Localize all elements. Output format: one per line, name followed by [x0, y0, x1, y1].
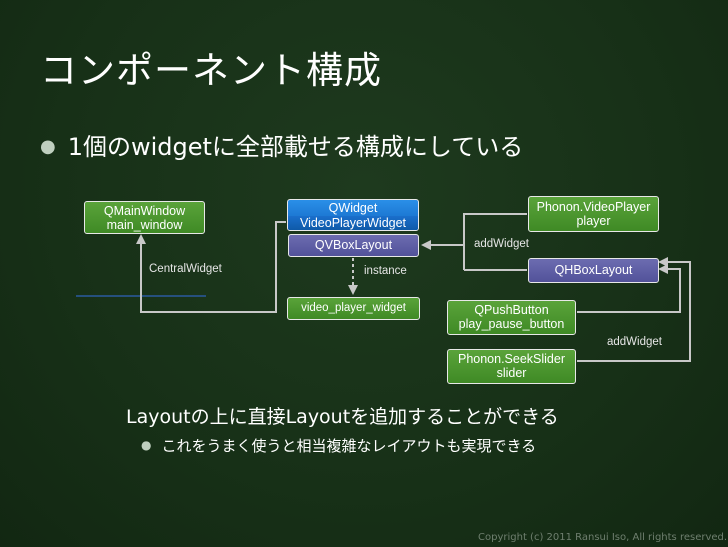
qhboxlayout-label: QHBoxLayout: [554, 263, 633, 277]
add-widget-top-label: addWidget: [474, 238, 529, 250]
sub-bullet-item: ● これをうまく使うと相当複雑なレイアウトも実現できる: [141, 435, 536, 456]
add-widget-right-connector-2: [577, 257, 691, 362]
central-widget-connector: [136, 221, 286, 313]
add-widget-top-connector: [421, 213, 527, 250]
video-player-box: Phonon.VideoPlayer player: [528, 196, 659, 232]
video-player-name: player: [576, 214, 611, 228]
copyright-text: Copyright (c) 2011 Ransui Iso, All right…: [478, 532, 728, 543]
qvboxlayout-label: QVBoxLayout: [314, 238, 393, 252]
bullet-dot-icon: ●: [40, 136, 56, 157]
video-player-widget-label: video_player_widget: [301, 302, 406, 314]
central-widget-label: CentralWidget: [149, 263, 222, 275]
qwidget-name: VideoPlayerWidget: [288, 216, 418, 230]
push-button-box: QPushButton play_pause_button: [447, 300, 576, 335]
seek-slider-class: Phonon.SeekSlider: [457, 352, 566, 366]
add-widget-right-label: addWidget: [607, 336, 662, 348]
seek-slider-name: slider: [496, 366, 527, 380]
main-window-name: main_window: [106, 218, 183, 232]
sub-bullet-dot-icon: ●: [141, 438, 152, 452]
qwidget-class: QWidget: [328, 201, 378, 215]
sub-bullet-text: これをうまく使うと相当複雑なレイアウトも実現できる: [161, 437, 537, 455]
add-widget-right-connector-1: [577, 264, 681, 313]
video-player-widget-box: video_player_widget: [287, 297, 420, 320]
sub-heading: Layoutの上に直接Layoutを追加することができる: [126, 406, 559, 428]
bullet-text: 1個のwidgetに全部載せる構成にしている: [67, 133, 524, 161]
instance-label: instance: [364, 265, 407, 277]
qvboxlayout-box: QVBoxLayout: [288, 234, 419, 257]
push-button-name: play_pause_button: [458, 317, 565, 331]
main-window-class: QMainWindow: [103, 204, 186, 218]
push-button-class: QPushButton: [474, 303, 549, 317]
slide-title: コンポーネント構成: [40, 49, 382, 92]
qhboxlayout-box: QHBoxLayout: [528, 258, 659, 283]
main-window-box: QMainWindow main_window: [84, 201, 205, 234]
qwidget-box: QWidget VideoPlayerWidget: [287, 199, 419, 231]
bullet-item: ● 1個のwidgetに全部載せる構成にしている: [40, 127, 523, 162]
video-player-class: Phonon.VideoPlayer: [536, 200, 651, 214]
seek-slider-box: Phonon.SeekSlider slider: [447, 349, 576, 384]
